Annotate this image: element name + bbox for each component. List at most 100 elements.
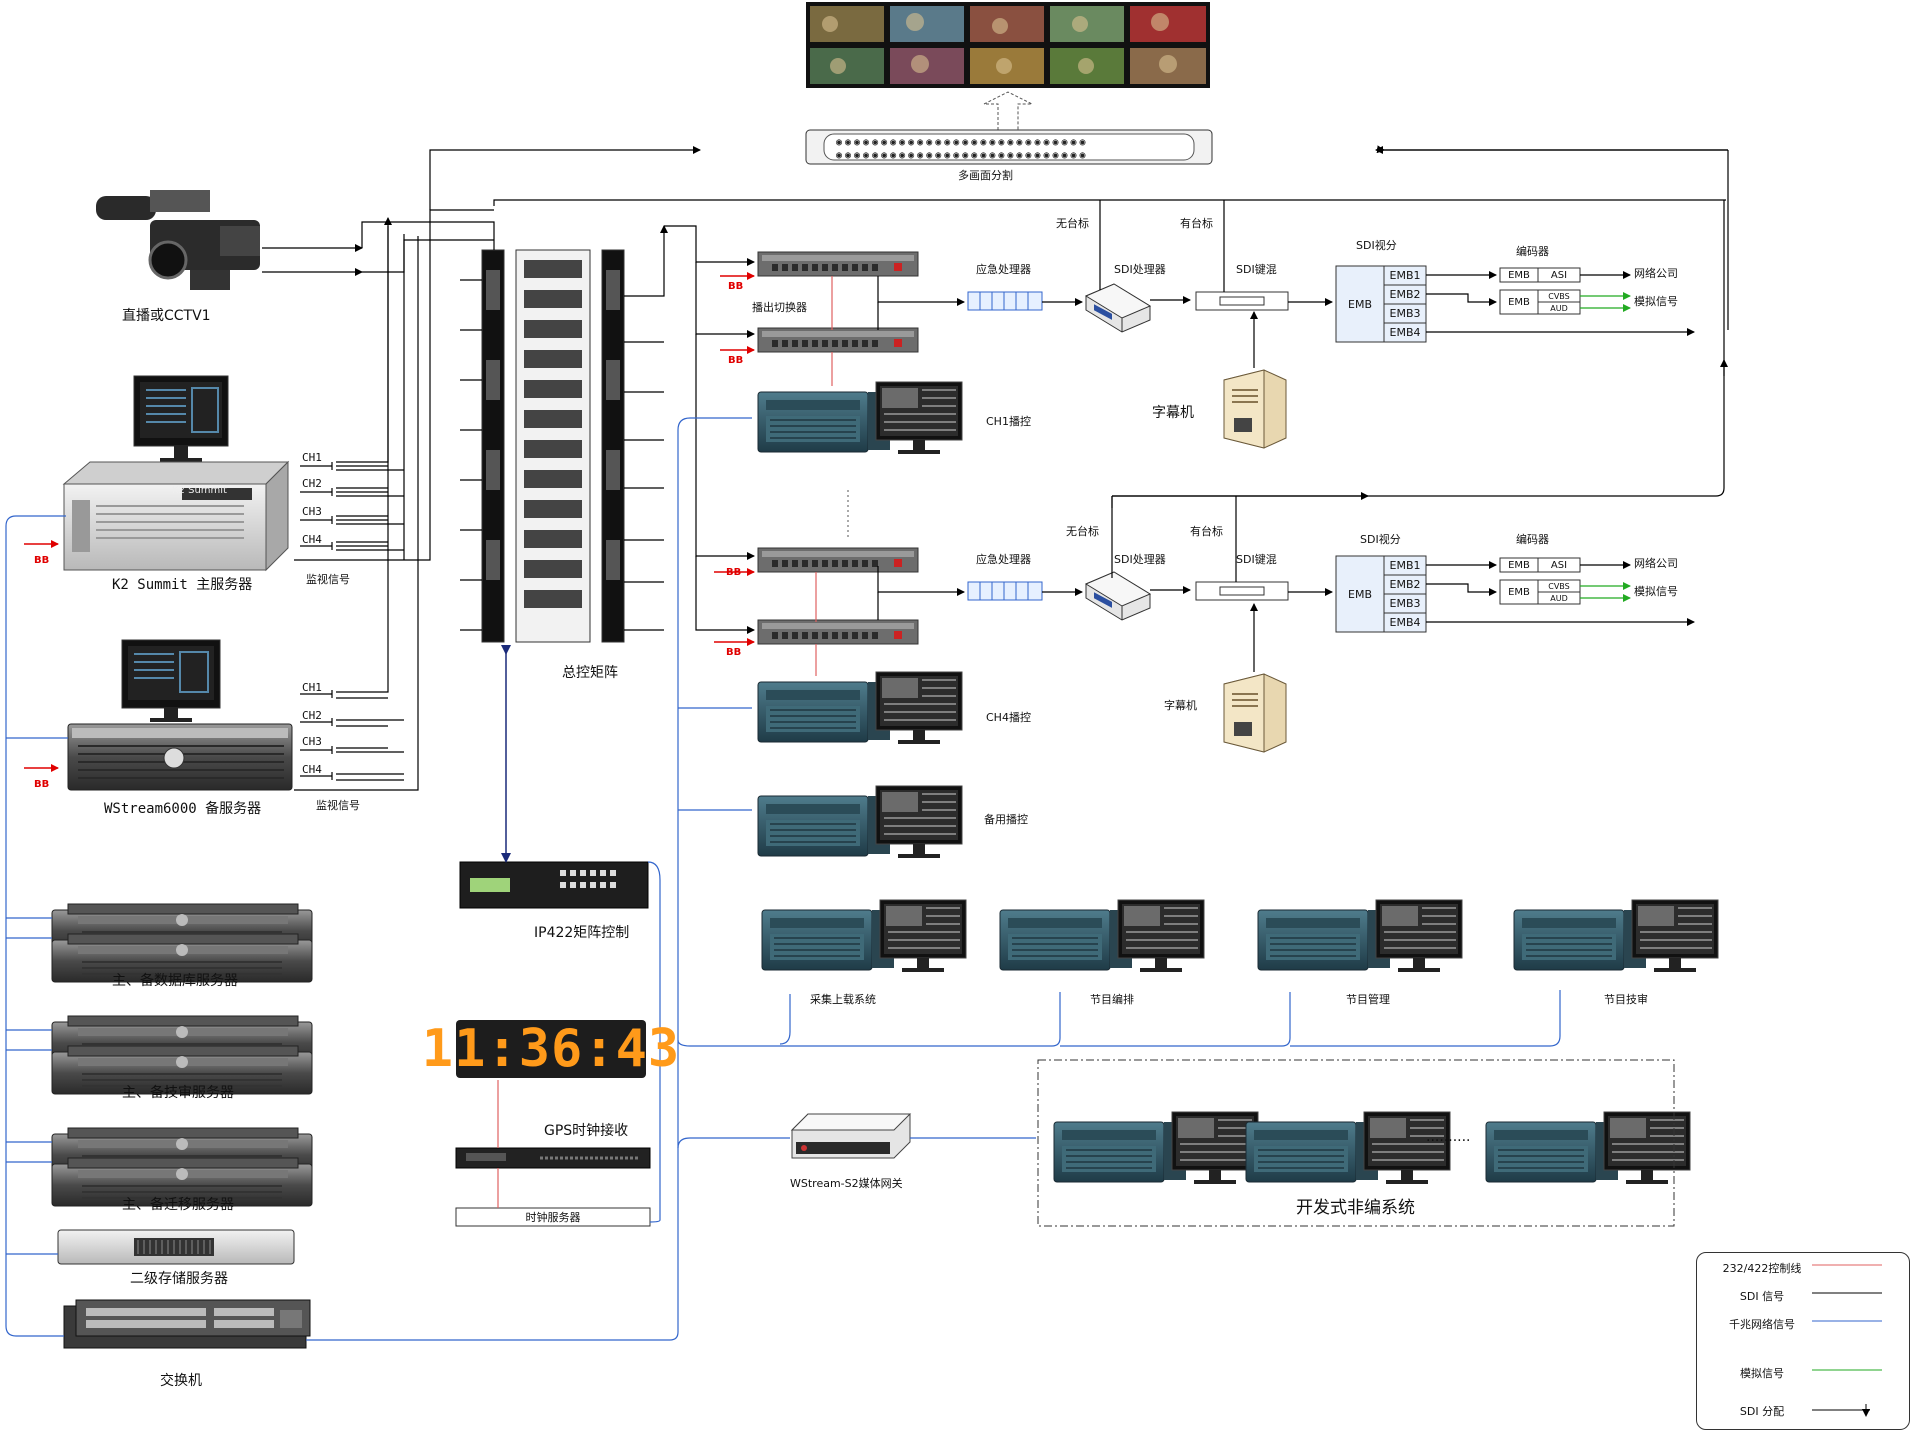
emb2-out-2: EMB2: [1389, 578, 1421, 591]
k2-monitor-icon: [133, 375, 229, 462]
cg-label-1: 字幕机: [1152, 405, 1194, 421]
sdi-split-label-2: SDI视分: [1360, 533, 1401, 546]
program-mgmt-label: 节目管理: [1346, 993, 1390, 1006]
sdi-splitter-2: [1335, 555, 1427, 633]
backup-playout-icon: [757, 785, 963, 859]
program-edit-icon: [999, 899, 1205, 973]
sdi-connections: [262, 146, 1729, 791]
k2-server-icon: [62, 460, 290, 572]
ingest-icon: [761, 899, 967, 973]
enc1-emb-b: EMB: [1508, 296, 1530, 308]
svg-text:◉◉◉◉◉◉◉◉◉◉◉◉◉◉◉◉◉◉◉◉◉◉◉◉◉◉◉◉: ◉◉◉◉◉◉◉◉◉◉◉◉◉◉◉◉◉◉◉◉◉◉◉◉◉◉◉◉: [836, 150, 1089, 161]
emergency-processor-2: [967, 581, 1043, 601]
emergency-processor-1: [967, 291, 1043, 311]
enc2-emb-b: EMB: [1508, 586, 1530, 598]
emb4-out-1: EMB4: [1389, 326, 1421, 339]
clock-display: 11:36:43: [421, 1019, 681, 1079]
sdi-split-label-1: SDI视分: [1356, 239, 1397, 252]
output-switcher-1b: [757, 327, 919, 353]
time-server-label: 时钟服务器: [525, 1211, 581, 1224]
emb4-out-2: EMB4: [1389, 616, 1421, 629]
review-server-label: 主、备技审服务器: [122, 1085, 234, 1101]
with-logo-label-1: 有台标: [1180, 217, 1213, 230]
sdi-proc-label-1: SDI处理器: [1114, 263, 1166, 276]
ip422-controller-icon: [459, 861, 649, 909]
legend-item-network: 千兆网络信号: [1729, 1318, 1795, 1331]
emb-in-2: EMB: [1348, 587, 1372, 601]
multiviewer-display: [806, 2, 1210, 88]
enc2-asi: ASI: [1550, 559, 1568, 571]
bb-label-ws: BB: [34, 779, 50, 790]
k2-ch3: CH3: [302, 505, 322, 518]
encoder-label-2: 编码器: [1516, 533, 1549, 546]
bb-label-sw1b: BB: [728, 355, 744, 366]
legend-item-sdi: SDI 信号: [1739, 1290, 1785, 1303]
enc1-aud: AUD: [1550, 303, 1568, 313]
sdi-keyer-2: [1195, 581, 1289, 601]
camera-icon: [96, 190, 260, 290]
matrix-icon: [481, 249, 625, 643]
time-server-box: [455, 1207, 651, 1227]
analog-label-1: 模拟信号: [1634, 295, 1678, 308]
bb-label-sw2b: BB: [726, 647, 742, 658]
ws-ch2: CH2: [302, 709, 322, 722]
camera-label: 直播或CCTV1: [122, 308, 211, 324]
cg-1-icon: [1223, 369, 1287, 449]
emb3-out-1: EMB3: [1389, 307, 1421, 320]
bb-arrows: [24, 272, 755, 772]
emb1-out-1: EMB1: [1389, 269, 1421, 282]
storage-server-icon: [57, 1229, 295, 1265]
monitor-signal-label-1: 监视信号: [306, 573, 350, 586]
legend-item-analog: 模拟信号: [1740, 1367, 1784, 1380]
k2-ch4: CH4: [302, 533, 322, 546]
multiviewer-unit: ◉◉◉◉◉◉◉◉◉◉◉◉◉◉◉◉◉◉◉◉◉◉◉◉◉◉◉◉ ◉◉◉◉◉◉◉◉◉◉◉…: [805, 129, 1213, 165]
nle-label: 开发式非编系统: [1296, 1198, 1415, 1218]
emb2-out-1: EMB2: [1389, 288, 1421, 301]
wstream-label: WStream6000 备服务器: [104, 801, 262, 817]
legend: 232/422控制线 SDI 信号 千兆网络信号 模拟信号 SDI 分配: [1696, 1252, 1910, 1430]
output-switcher-label: 播出切换器: [752, 301, 807, 314]
emergency-label-2: 应急处理器: [976, 553, 1031, 566]
ws-ch1: CH1: [302, 681, 322, 694]
legend-item-control: 232/422控制线: [1722, 1262, 1802, 1275]
bb-label-k2: BB: [34, 555, 50, 566]
nle-ws-1-icon: [1053, 1111, 1259, 1185]
ch4-playout-icon: [757, 671, 963, 745]
backup-playout-label: 备用播控: [984, 813, 1028, 826]
gps-label: GPS时钟接收: [544, 1123, 629, 1139]
ingest-label: 采集上载系统: [810, 993, 876, 1006]
sdi-splitter-1: [1335, 265, 1427, 343]
cg-2-icon: [1223, 673, 1287, 753]
switch-label: 交换机: [160, 1373, 202, 1389]
wstream-server-icon: [67, 723, 293, 791]
no-logo-label-2: 无台标: [1066, 525, 1099, 538]
output-switcher-2a: [757, 547, 919, 573]
sdi-processor-1-icon: [1085, 283, 1151, 333]
ch4-playout-label: CH4播控: [986, 711, 1031, 724]
gps-receiver-icon: [455, 1147, 651, 1169]
multiviewer-up-arrow: [983, 91, 1033, 131]
legend-item-sdi-dist: SDI 分配: [1739, 1405, 1785, 1418]
gateway-label: WStream-S2媒体网关: [790, 1177, 903, 1190]
ip422-label: IP422矩阵控制: [534, 925, 630, 941]
enc1-cvbs: CVBS: [1548, 291, 1570, 301]
bb-label-sw1a: BB: [728, 281, 744, 292]
db-server-label: 主、备数据库服务器: [112, 973, 238, 989]
output-switcher-2b: [757, 619, 919, 645]
with-logo-label-2: 有台标: [1190, 525, 1223, 538]
cg-label-2: 字幕机: [1164, 699, 1197, 712]
migrate-server-label: 主、备迁移服务器: [122, 1197, 234, 1213]
sdi-keyer-1: [1195, 291, 1289, 311]
encoder-1: [1499, 267, 1581, 315]
control-lines: [497, 276, 833, 1208]
program-review-label: 节目技审: [1604, 993, 1648, 1006]
ws-ch4: CH4: [302, 763, 322, 776]
analog-connections: [1580, 292, 1631, 602]
encoder-label-1: 编码器: [1516, 245, 1549, 258]
k2-label: K2 Summit 主服务器: [112, 577, 253, 593]
sdi-proc-label-2: SDI处理器: [1114, 553, 1166, 566]
enc2-cvbs: CVBS: [1548, 581, 1570, 591]
emb-in-1: EMB: [1348, 297, 1372, 311]
ch1-playout-label: CH1播控: [986, 415, 1031, 428]
